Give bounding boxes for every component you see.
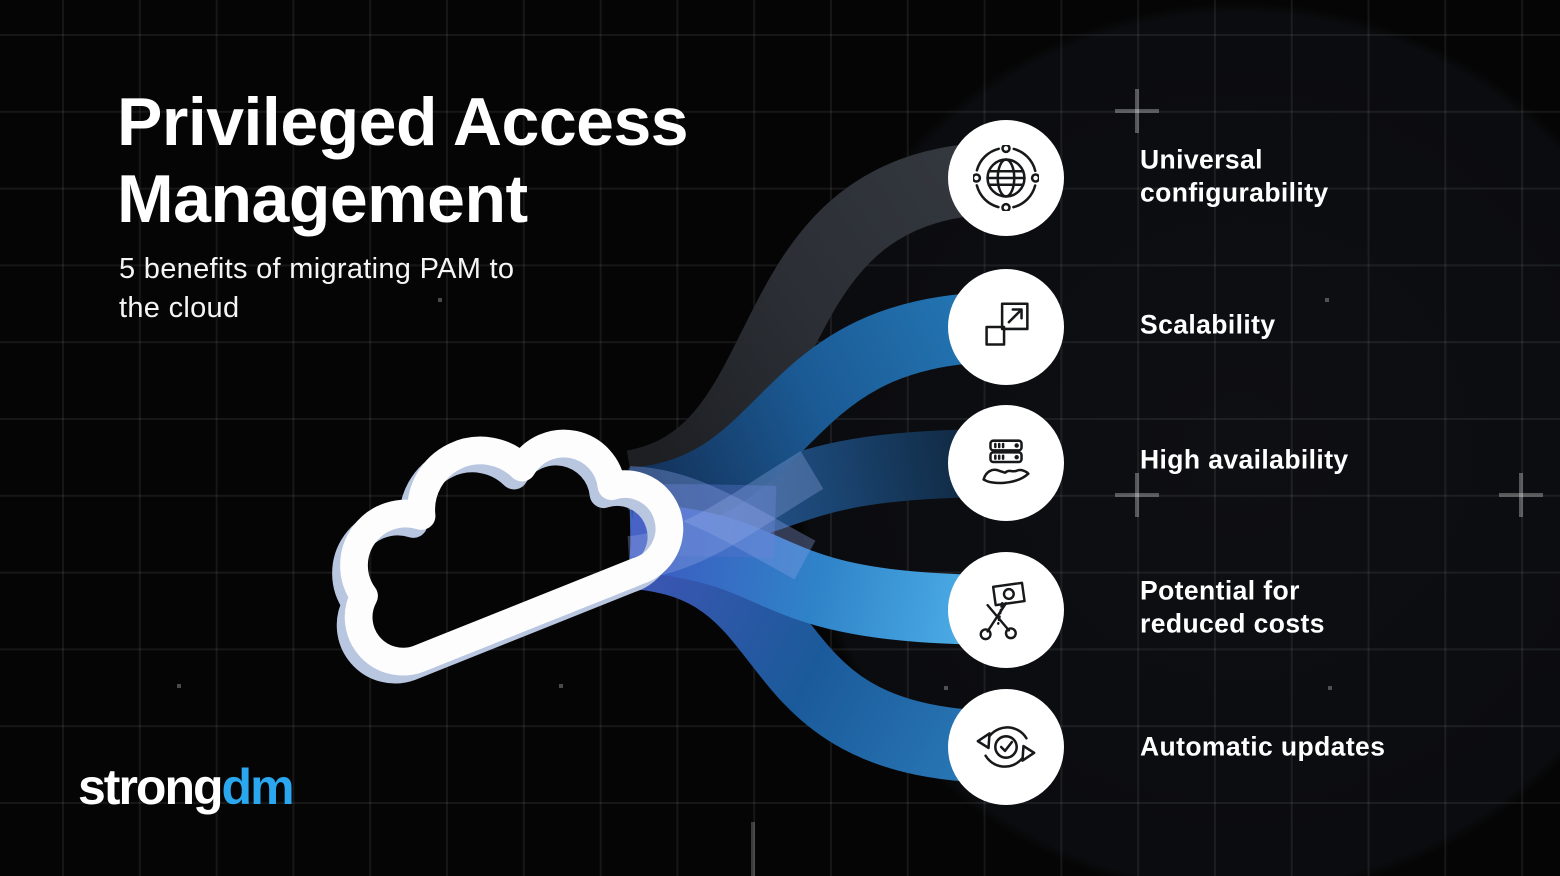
logo-strong-text: strong [78, 759, 224, 815]
benefit-label: High availability [1140, 444, 1349, 475]
benefit-circle [948, 552, 1064, 668]
globe-network-icon [973, 145, 1039, 211]
scissors-money-icon [979, 581, 1026, 641]
benefit-circle [948, 689, 1064, 805]
benefit-circle [948, 269, 1064, 385]
strongdm-logo: strongdm [78, 758, 295, 816]
page-subtitle: 5 benefits of migrating PAM to the cloud [119, 253, 515, 325]
server-on-hand-icon [982, 439, 1030, 485]
cloud-icon [332, 429, 684, 684]
benefit-label: Potential for reduced costs [1140, 575, 1325, 639]
grid-dot [944, 686, 948, 690]
sync-check-icon [976, 726, 1036, 768]
ribbon-reduced-costs [628, 502, 1007, 645]
expand-squares-icon [985, 302, 1029, 346]
grid-dot [559, 684, 563, 688]
grid-dot [1325, 298, 1329, 302]
benefit-circle [948, 120, 1064, 236]
benefit-circle [948, 405, 1064, 521]
benefit-label: Scalability [1140, 309, 1276, 340]
grid-dot [177, 684, 181, 688]
grid-dot [1328, 686, 1332, 690]
grid-bright-segment [751, 822, 755, 876]
benefit-label: Universal configurability [1140, 144, 1329, 208]
grid-dot [438, 298, 442, 302]
benefit-label: Automatic updates [1140, 731, 1386, 762]
page-title: Privileged Access Management [117, 84, 689, 237]
logo-dm-text: dm [221, 759, 295, 815]
ribbon-scalability [627, 292, 1007, 538]
